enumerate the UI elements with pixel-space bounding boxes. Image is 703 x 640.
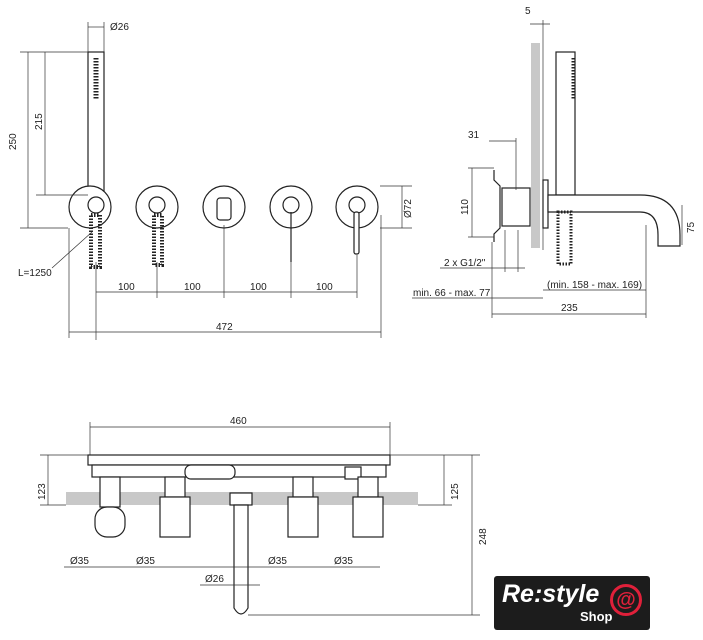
- dim-left-height: 123: [37, 483, 48, 500]
- front-view: Ø26 250 215 Ø72 L=1250 100 100 100 100 4…: [8, 22, 414, 340]
- side-view: 5 31 110 75 2 x G1/2" min. 66 - max. 77 …: [412, 6, 697, 318]
- dim-total: 235: [561, 303, 578, 314]
- dim-spout-dia: Ø26: [205, 574, 224, 585]
- dim-spacing-1: 100: [118, 282, 135, 293]
- dim-spacing-4: 100: [316, 282, 333, 293]
- hose: [89, 213, 102, 269]
- dim-width: 460: [230, 416, 247, 427]
- cart-at-icon: @: [610, 584, 642, 616]
- dim-total-height: 248: [478, 528, 489, 545]
- logo-main: Re:style: [502, 580, 600, 608]
- dim-right-height: 125: [450, 483, 461, 500]
- dim-handset-len: 215: [34, 113, 45, 130]
- dim-valve-dia-4: Ø35: [334, 556, 353, 567]
- dim-valve-dia-3: Ø35: [268, 556, 287, 567]
- dim-hose: L=1250: [18, 268, 52, 279]
- dim-valve-dia-2: Ø35: [136, 556, 155, 567]
- dim-spout-drop: 75: [686, 221, 697, 233]
- dim-wall-range: min. 66 - max. 77: [413, 288, 491, 299]
- wall: [531, 43, 540, 248]
- bottom-spout: [233, 504, 249, 615]
- dim-connection: 2 x G1/2": [444, 258, 486, 269]
- dim-spacing-2: 100: [184, 282, 201, 293]
- dim-handset-dia: Ø26: [110, 22, 129, 33]
- restyle-shop-logo: Re:style Shop @: [494, 576, 650, 630]
- dim-height-total: 250: [8, 133, 19, 150]
- dim-depth: 31: [468, 130, 480, 141]
- dim-spout-range: (min. 158 - max. 169): [547, 280, 642, 291]
- dim-top: 5: [525, 6, 531, 17]
- mounting-plate: [87, 454, 391, 466]
- bottom-view: 460 123 125 248 Ø35 Ø35 Ø35 Ø35 Ø26: [37, 416, 489, 616]
- dim-total-width: 472: [216, 322, 233, 333]
- dim-valve-dia-1: Ø35: [70, 556, 89, 567]
- dim-height: 110: [460, 199, 471, 215]
- dim-spacing-3: 100: [250, 282, 267, 293]
- logo-sub: Shop: [580, 609, 613, 624]
- rosettes: [68, 185, 379, 229]
- spout: [547, 194, 681, 247]
- dim-rosette-dia: Ø72: [403, 199, 414, 218]
